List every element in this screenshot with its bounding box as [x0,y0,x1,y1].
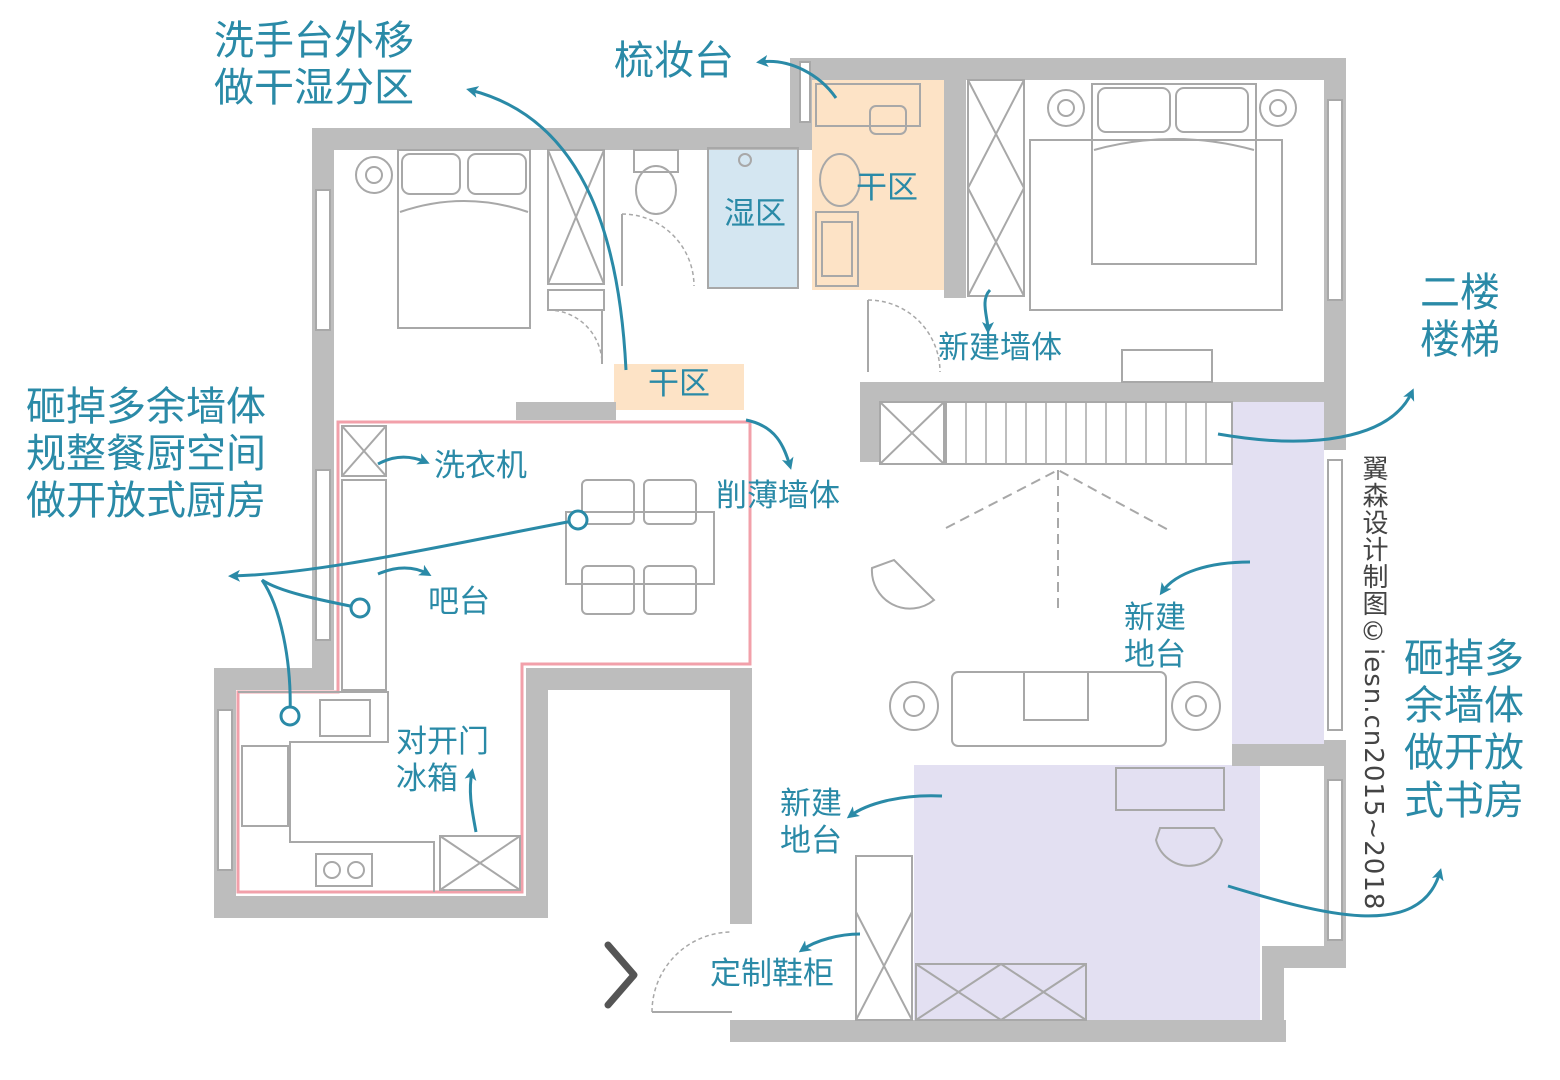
arrow-kitchen-1 [228,518,579,582]
arrow-bar [377,564,432,576]
label-dry-zone-upper: 干区 [856,170,918,206]
arrow-sink-move [466,86,628,371]
landing-zone-fill [1232,402,1324,744]
label-new-wall: 新建墙体 [938,330,1062,366]
label-study: 砸掉多 余墙体 做开放 式书房 [1404,636,1524,825]
annotation-dots [279,509,589,727]
arrow-thin-wall [745,418,794,470]
label-study-line-4: 式书房 [1404,777,1524,824]
arrow-kitchen-3 [260,579,292,717]
label-platform-study: 新建 地台 [780,786,842,859]
arrow-fridge [464,768,478,833]
doors [547,213,941,1013]
label-platform-living: 新建 地台 [1124,600,1186,673]
arrow-stairs [1217,388,1415,443]
dry-zone-upper-fill [812,80,948,290]
label-platform-living-line-2: 地台 [1124,636,1186,673]
label-kitchen-line-2: 规整餐厨空间 [26,431,266,478]
label-shoe-cabinet: 定制鞋柜 [710,956,834,992]
wet-zone-fill [708,148,798,288]
label-kitchen: 砸掉多余墙体 规整餐厨空间 做开放式厨房 [26,384,266,526]
windows [217,61,1343,941]
label-bar: 吧台 [428,584,490,620]
door-leaves [601,214,869,1013]
arrow-dresser [756,55,838,99]
label-fridge: 对开门 冰箱 [396,724,489,797]
label-dry-zone-lower: 干区 [648,366,710,402]
chevron-right-icon [604,941,638,1009]
label-stairs-line-2: 楼梯 [1420,317,1500,364]
label-fridge-line-2: 冰箱 [396,760,458,797]
annotation-arrows [228,55,1444,953]
dry-zone-lower-fill [614,364,744,410]
label-fridge-line-1: 对开门 [396,724,489,760]
label-sink-move-line-2: 做干湿分区 [214,65,414,112]
label-sink-move-line-1: 洗手台外移 [214,18,414,64]
label-stairs: 二楼 楼梯 [1420,270,1500,364]
label-wet-zone: 湿区 [724,196,786,232]
label-thin-wall: 削薄墙体 [716,478,840,514]
furniture [238,79,1297,1022]
label-study-line-3: 做开放 [1404,730,1524,777]
arrow-study [1227,868,1444,918]
arrow-shoe-cabinet [798,932,861,953]
arrow-new-wall [981,288,994,334]
label-study-line-2: 余墙体 [1404,683,1524,730]
arrow-kitchen-2 [261,578,361,610]
label-kitchen-line-1: 砸掉多余墙体 [26,384,266,430]
next-arrow-button[interactable] [596,935,656,1015]
arrow-washer [377,453,430,466]
label-platform-study-line-1: 新建 [780,786,842,822]
arrow-platform-living [1159,560,1251,596]
label-stairs-line-1: 二楼 [1420,270,1500,316]
credit-watermark: 翼森设计制图©iesn.cn2015~2018 [1358,455,1388,911]
label-kitchen-line-3: 做开放式厨房 [26,478,266,525]
label-washer: 洗衣机 [434,448,527,484]
label-study-line-1: 砸掉多 [1404,636,1524,682]
label-dresser: 梳妆台 [614,38,734,84]
arrow-platform-study [846,794,943,819]
label-platform-study-line-2: 地台 [780,822,842,859]
label-sink-move: 洗手台外移 做干湿分区 [214,18,414,112]
label-platform-living-line-1: 新建 [1124,600,1186,636]
